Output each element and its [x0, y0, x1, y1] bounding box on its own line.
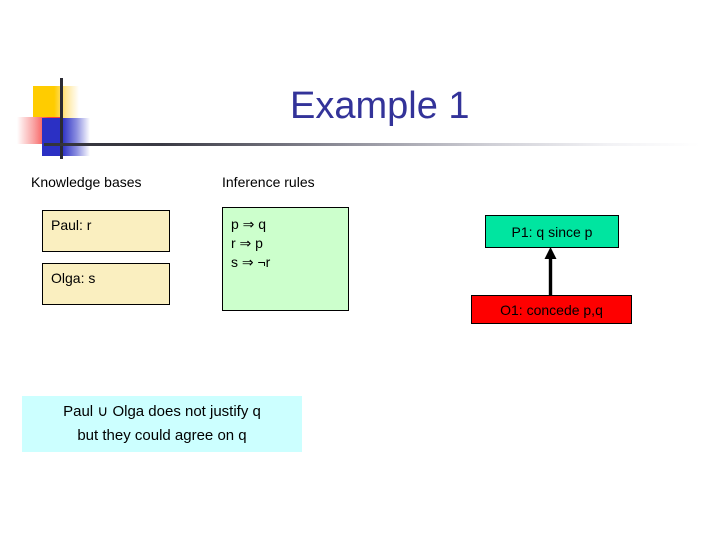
- blue-square-icon: [42, 118, 90, 156]
- up-arrow-icon: [544, 247, 557, 296]
- inference-rule-1: p ⇒ q: [231, 216, 267, 232]
- conclusion-note: Paul ∪ Olga does not justify q but they …: [22, 396, 302, 452]
- horizontal-rule-divider: [44, 143, 700, 146]
- inference-rule-2: r ⇒ p: [231, 235, 263, 251]
- inference-rules-heading: Inference rules: [222, 174, 315, 190]
- knowledge-base-olga: Olga: s: [42, 263, 170, 305]
- slide-logo-decoration: [0, 0, 160, 170]
- vertical-rule-icon: [60, 78, 63, 159]
- conclusion-note-line-1: Paul ∪ Olga does not justify q: [63, 403, 261, 420]
- proponent-move-p1: P1: q since p: [485, 215, 619, 248]
- conclusion-note-line-2: but they could agree on q: [77, 427, 247, 444]
- knowledge-base-paul: Paul: r: [42, 210, 170, 252]
- slide-title: Example 1: [290, 85, 470, 127]
- knowledge-bases-heading: Knowledge bases: [31, 174, 142, 190]
- inference-rules-box: p ⇒ q r ⇒ p s ⇒ ¬r: [222, 207, 349, 311]
- inference-rule-3: s ⇒ ¬r: [231, 254, 271, 270]
- opponent-move-o1: O1: concede p,q: [471, 295, 632, 324]
- yellow-square-icon: [33, 86, 79, 119]
